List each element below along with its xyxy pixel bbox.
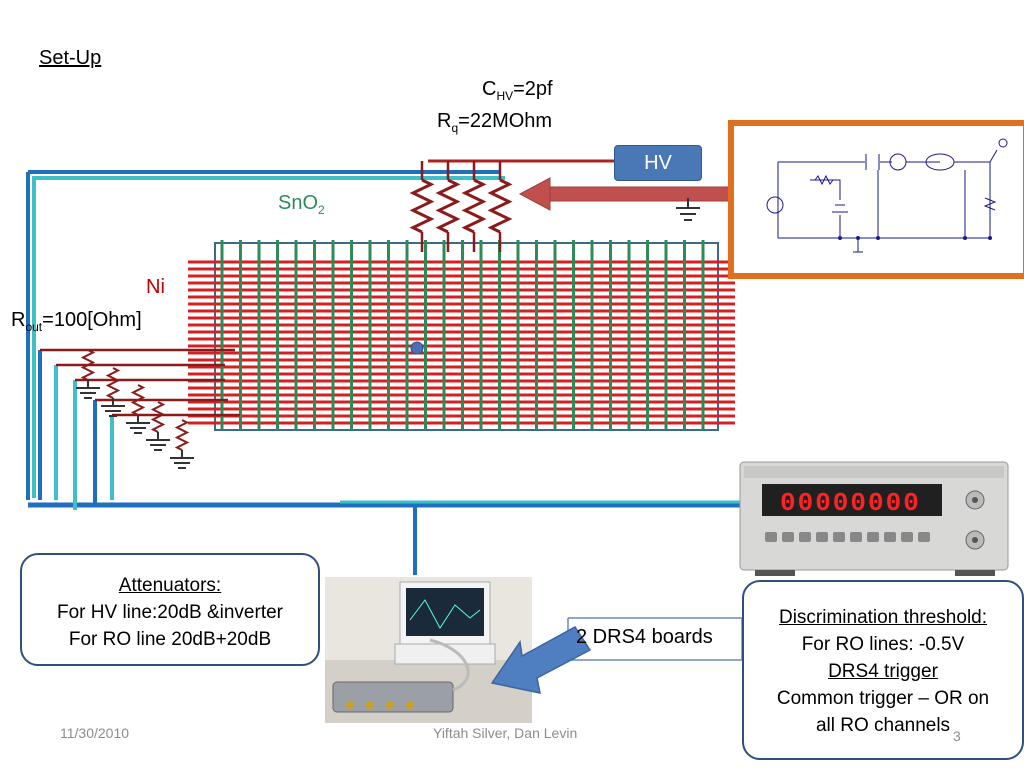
drs4-label: 2 DRS4 boards — [576, 626, 713, 648]
chv-label: CHV=2pf — [482, 78, 553, 103]
readout-resistor — [105, 367, 121, 399]
quench-resistor — [435, 178, 461, 234]
attenuators-heading: Attenuators: — [118, 575, 222, 596]
ground-icon — [146, 432, 170, 451]
readout-resistor — [174, 419, 190, 451]
pixel-dot — [410, 341, 424, 355]
ground-icon — [170, 450, 194, 469]
signal-arrow — [518, 177, 731, 211]
ni-label: Ni — [146, 276, 165, 298]
readout-resistor — [80, 349, 96, 381]
quench-resistors — [409, 161, 513, 252]
sno2-strips — [220, 240, 705, 430]
ground-icon — [126, 415, 150, 434]
frequency-counter: 00000000 — [739, 461, 1009, 576]
sno2-label: SnO2 — [278, 192, 325, 217]
counter-display: 00000000 — [780, 488, 921, 518]
rq-label: Rq=22MOhm — [437, 110, 553, 135]
drs4-trigger-heading: DRS4 trigger — [828, 661, 938, 682]
quench-resistor — [487, 178, 513, 234]
footer-page-number: 3 — [953, 728, 961, 744]
readout-resistors — [76, 349, 194, 469]
drs4-arrow-icon — [490, 626, 592, 694]
discrimination-line-3: all RO channels — [815, 715, 951, 736]
ground-icon — [101, 398, 125, 417]
discrimination-box: Discrimination threshold: For RO lines: … — [742, 580, 1024, 760]
hv-button[interactable]: HV — [614, 145, 702, 181]
detector-frame — [214, 242, 719, 431]
ground-icon — [76, 380, 100, 399]
rout-label: Rout=100[Ohm] — [11, 309, 142, 334]
discrimination-heading: Discrimination threshold: — [778, 607, 988, 628]
attenuators-line-1: For HV line:20dB &inverter — [57, 602, 283, 623]
ground-icon — [676, 198, 700, 221]
quench-resistor — [461, 178, 487, 234]
footer-date: 11/30/2010 — [60, 725, 130, 741]
quench-resistor — [409, 178, 435, 234]
attenuators-line-2: For RO line 20dB+20dB — [68, 629, 272, 650]
readout-resistor — [150, 401, 166, 433]
readout-resistor — [130, 384, 146, 416]
circuit-schematic — [728, 120, 1024, 279]
slide-title: Set-Up — [39, 47, 102, 69]
attenuators-box: Attenuators: For HV line:20dB &inverter … — [20, 553, 320, 666]
readout-taps — [40, 348, 240, 417]
footer-authors: Yiftah Silver, Dan Levin — [433, 725, 578, 741]
drs4-photo — [325, 577, 532, 723]
discrimination-line-1: For RO lines: -0.5V — [801, 634, 965, 655]
discrimination-line-2: Common trigger – OR on — [776, 688, 990, 709]
